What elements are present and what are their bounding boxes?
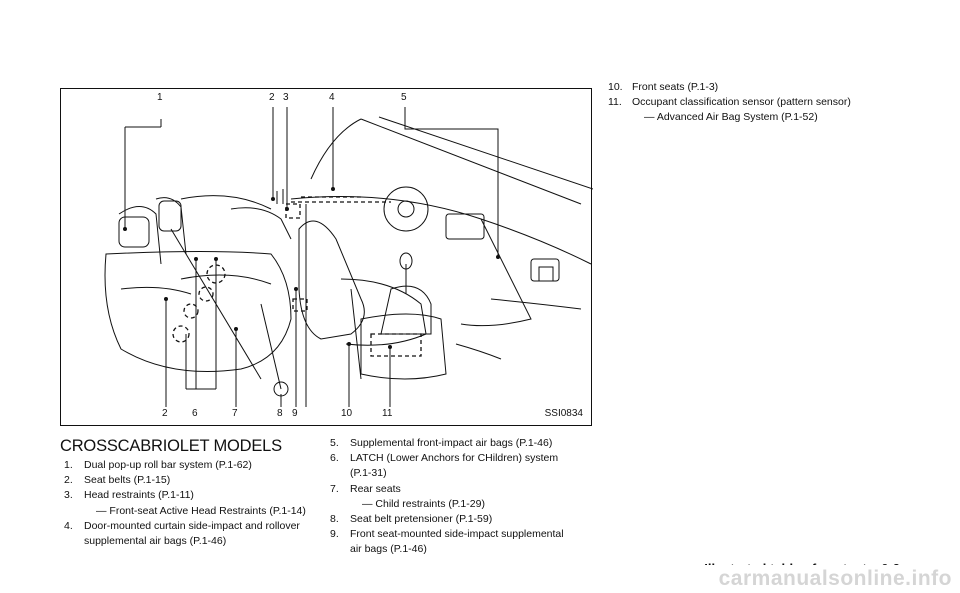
item-number: 7. [330, 482, 339, 495]
list-column-3: 10. Front seats (P.1-3) 11. Occupant class… [608, 80, 908, 126]
item-text: Seat belts (P.1-15) [84, 474, 171, 487]
item-text: Seat belt pretensioner (P.1-59) [350, 513, 493, 526]
list-item: 9. Front seat-mounted side-impact supplem… [330, 527, 598, 542]
callout-top-2: 2 [269, 92, 275, 103]
list-column-2: 5. Supplemental front-impact air bags (P.… [330, 436, 598, 558]
callout-bottom-11: 11 [382, 408, 393, 419]
item-continuation: supplemental air bags (P.1-46) [84, 535, 227, 548]
item-text: Head restraints (P.1-11) [84, 489, 194, 502]
section-title: CROSSCABRIOLET MODELS [60, 437, 282, 455]
callout-bottom-6: 6 [192, 408, 198, 419]
item-number: 11. [608, 96, 622, 109]
list-item: 5. Supplemental front-impact air bags (P.… [330, 436, 598, 451]
list-item: 3. Head restraints (P.1-11) [64, 488, 334, 503]
list-item: 8. Seat belt pretensioner (P.1-59) [330, 512, 598, 527]
list-item: 11. Occupant classification sensor (patte… [608, 95, 908, 110]
item-number: 5. [330, 437, 339, 449]
list-item: 1. Dual pop-up roll bar system (P.1-62) [64, 458, 334, 473]
item-number: 2. [64, 474, 73, 487]
car-interior-drawing [104, 107, 593, 407]
callout-top-4: 4 [329, 92, 335, 103]
callout-top-3: 3 [283, 92, 289, 103]
list-column-1: 1. Dual pop-up roll bar system (P.1-62) 2… [64, 458, 334, 549]
callout-top-1: 1 [157, 92, 163, 103]
callout-bottom-7: 7 [232, 408, 238, 419]
item-number: 8. [330, 513, 339, 526]
item-subtext: — Child restraints (P.1-29) [362, 497, 485, 510]
item-text: LATCH (Lower Anchors for CHildren) syste… [350, 452, 559, 465]
item-number: 10. [608, 81, 623, 93]
list-item: 7. Rear seats [330, 482, 598, 497]
item-text: Front seats (P.1-3) [632, 81, 719, 93]
list-item: 4. Door-mounted curtain side-impact and r… [64, 519, 334, 534]
item-continuation: (P.1-31) [350, 467, 387, 480]
list-item: 10. Front seats (P.1-3) [608, 80, 908, 95]
figure-code: SSI0834 [544, 408, 583, 419]
list-item: 6. LATCH (Lower Anchors for CHildren) sys… [330, 451, 598, 466]
item-number: 4. [64, 519, 73, 532]
item-text: Dual pop-up roll bar system (P.1-62) [84, 459, 252, 471]
list-item: 2. Seat belts (P.1-15) [64, 473, 334, 488]
item-number: 1. [64, 459, 73, 471]
item-text: Front seat-mounted side-impact supplemen… [350, 528, 564, 541]
item-number: 3. [64, 489, 73, 502]
callout-bottom-2: 2 [162, 408, 168, 419]
callout-bottom-9: 9 [292, 408, 298, 419]
item-subtext: — Advanced Air Bag System (P.1-52) [644, 111, 818, 124]
item-text: Rear seats [350, 482, 401, 495]
callout-bottom-8: 8 [277, 408, 283, 419]
item-text: Occupant classification sensor (pattern … [632, 96, 851, 109]
item-continuation: air bags (P.1-46) [350, 543, 427, 556]
car-interior-figure: 1 2 3 4 5 2 6 7 8 9 10 11 SSI0834 [60, 88, 593, 426]
item-text: Supplemental front-impact air bags (P.1-… [350, 437, 553, 449]
item-number: 9. [330, 528, 339, 541]
watermark: carmanualsonline.info [0, 565, 960, 593]
item-text: Door-mounted curtain side-impact and rol… [84, 519, 300, 532]
item-subtext: — Front-seat Active Head Restraints (P.1… [96, 504, 306, 517]
item-number: 6. [330, 452, 339, 465]
callout-bottom-10: 10 [341, 408, 353, 419]
callout-top-5: 5 [401, 92, 407, 103]
